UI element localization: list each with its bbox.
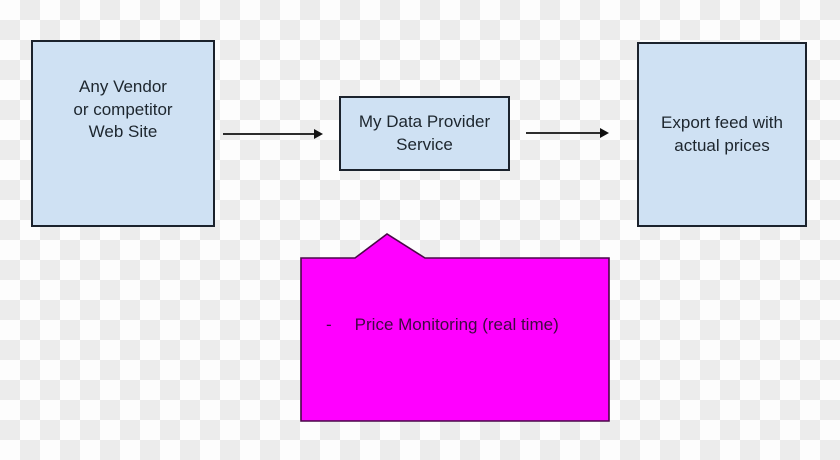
arrowhead-icon [314, 129, 323, 139]
node-data-provider-service-line: My Data Provider [358, 112, 491, 131]
callout-label: Price Monitoring (real time) [354, 315, 559, 334]
node-export-feed-line: Export feed with [661, 113, 783, 132]
node-vendor-website-line: Any Vendor [79, 77, 167, 96]
arrowhead-icon [600, 128, 609, 138]
node-vendor-website: Any Vendor or competitor Web Site [31, 40, 215, 227]
callout-price-monitoring [300, 233, 610, 422]
node-export-feed-line: actual prices [674, 135, 770, 155]
arrow-source-to-service [223, 129, 323, 139]
arrow-service-to-export [526, 128, 609, 138]
node-data-provider-service-line: Service [396, 134, 453, 154]
node-vendor-website-line: or competitor [73, 99, 173, 119]
callout-text-row: - Price Monitoring (real time) [326, 314, 596, 336]
node-data-provider-service: My Data Provider Service [339, 96, 510, 171]
callout-bullet: - [326, 315, 332, 334]
callout-shape-polygon [300, 233, 610, 422]
node-vendor-website-line: Web Site [88, 122, 158, 141]
node-export-feed: Export feed with actual prices [637, 42, 807, 227]
